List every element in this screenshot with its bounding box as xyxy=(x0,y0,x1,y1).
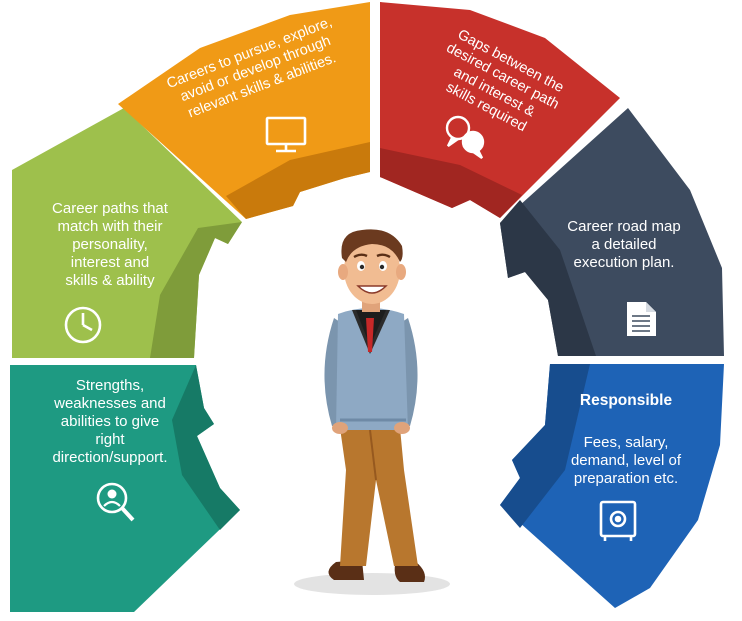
person-search-icon xyxy=(96,482,135,522)
responsible-text-group: Responsible Fees, salary, demand, level … xyxy=(536,374,716,506)
responsible-title: Responsible xyxy=(579,392,673,410)
segment-gaps xyxy=(380,2,620,218)
segment-career-paths xyxy=(12,108,242,358)
responsible-label: Fees, salary, demand, level of preparati… xyxy=(570,433,682,487)
segment-road-map xyxy=(500,108,724,356)
monitor-icon xyxy=(265,116,307,153)
segment-responsible xyxy=(500,364,724,608)
chat-bubbles-icon xyxy=(445,115,485,159)
document-icon xyxy=(627,302,656,336)
safe-icon xyxy=(599,500,637,541)
segment-strengths xyxy=(10,365,240,612)
person-figure xyxy=(294,229,450,595)
clock-icon xyxy=(64,306,102,344)
road-map-label: Career road map a detailed execution pla… xyxy=(567,218,681,271)
segment-careers xyxy=(118,2,370,219)
career-paths-label: Career paths that match with their perso… xyxy=(52,200,168,289)
strengths-label: Strengths, weaknesses and abilities to g… xyxy=(52,377,168,466)
